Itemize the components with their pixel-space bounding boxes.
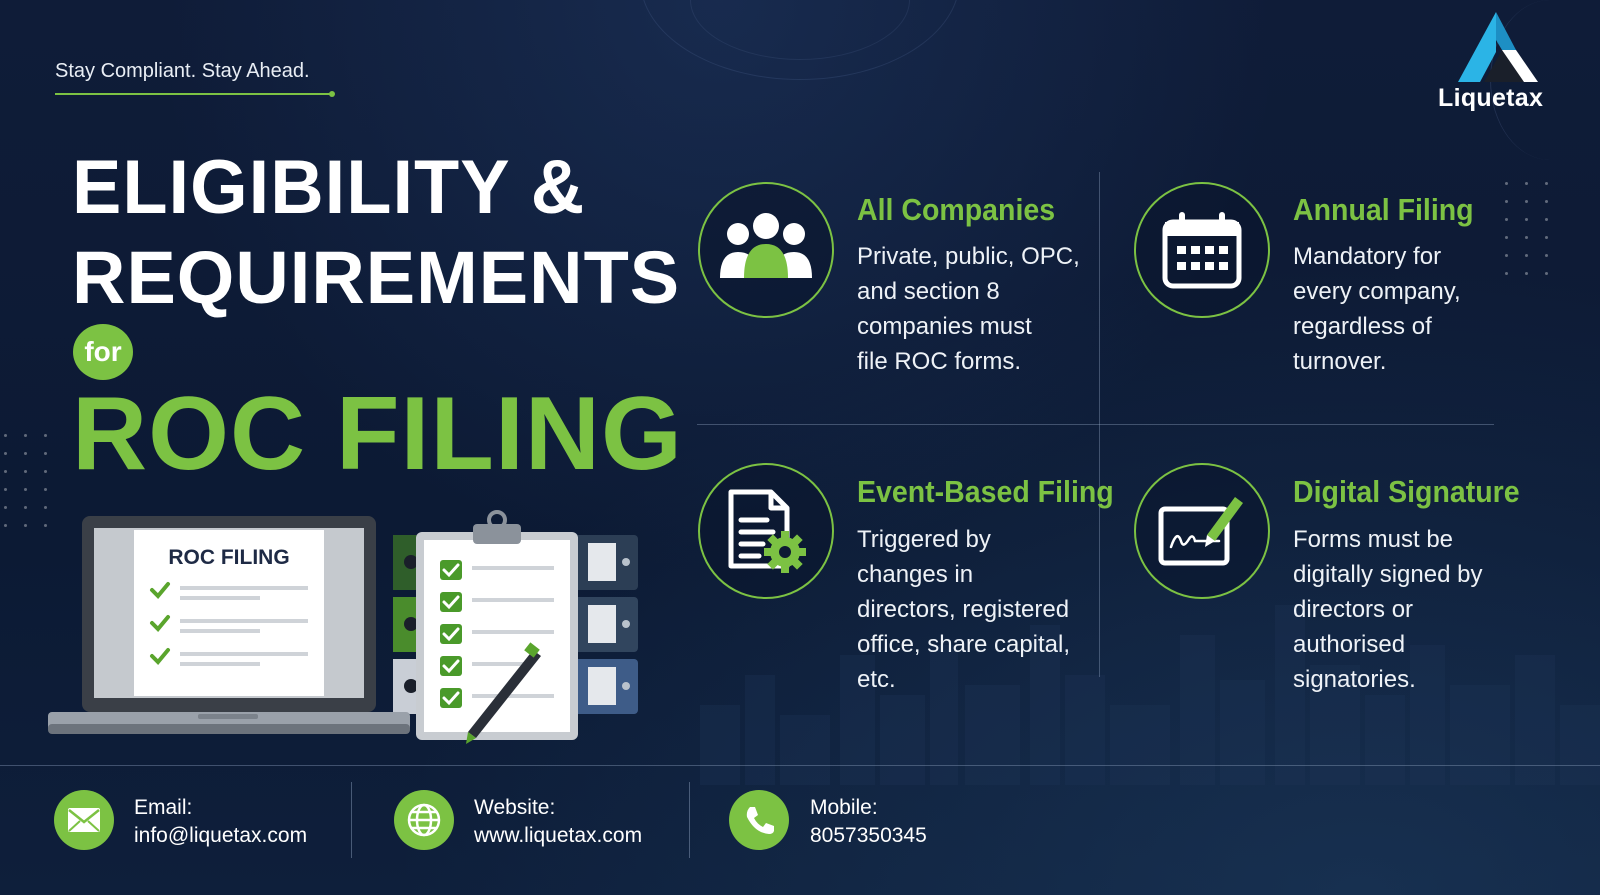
laptop-screen-title: ROC FILING	[168, 546, 289, 569]
clipboard-checklist-icon	[416, 510, 578, 744]
card-title: Digital Signature	[1293, 474, 1520, 509]
email-link[interactable]: info@liquetax.com	[134, 824, 308, 847]
document-gear-icon	[728, 489, 806, 573]
roc-filing-illustration: ROC FILING	[48, 510, 638, 744]
card-icon-circle	[698, 182, 834, 318]
tagline-underline-dot	[329, 91, 335, 97]
dot-pattern	[1505, 182, 1548, 275]
laptop-icon	[48, 516, 410, 734]
headline-line-3: ROC FILING	[72, 376, 683, 492]
card-icon-circle	[1134, 463, 1270, 599]
city-skyline	[700, 605, 1600, 785]
grid-divider-horizontal	[697, 424, 1494, 425]
brand-logo: Liquetax	[1438, 12, 1558, 112]
footer-separator	[689, 782, 690, 858]
tagline-underline	[55, 93, 333, 95]
pen-icon	[466, 642, 541, 744]
headline-line-2: REQUIREMENTS	[72, 236, 681, 319]
card-title: Annual Filing	[1293, 192, 1474, 227]
liquetax-logo-icon	[1458, 12, 1538, 82]
headline-line-1: ELIGIBILITY &	[72, 143, 586, 230]
calendar-icon	[1162, 212, 1242, 289]
phone-icon	[729, 790, 789, 850]
dot-pattern	[4, 434, 47, 527]
footer-separator	[351, 782, 352, 858]
contact-footer	[0, 765, 1600, 895]
card-title: All Companies	[857, 192, 1056, 227]
grid-divider-vertical	[1099, 172, 1100, 677]
mobile-number[interactable]: 8057350345	[810, 824, 927, 847]
signature-icon	[1158, 497, 1243, 566]
card-title: Event-Based Filing	[857, 474, 1114, 509]
card-icon-circle	[1134, 182, 1270, 318]
website-link[interactable]: www.liquetax.com	[474, 824, 643, 847]
people-icon	[720, 213, 812, 278]
website-label: Website:	[474, 796, 556, 819]
tagline: Stay Compliant. Stay Ahead.	[55, 60, 310, 82]
brand-name: Liquetax	[1438, 84, 1544, 112]
email-icon	[54, 790, 114, 850]
email-label: Email:	[134, 796, 193, 819]
card-icon-circle	[698, 463, 834, 599]
headline-for-badge: for	[73, 324, 133, 380]
globe-icon	[394, 790, 454, 850]
mobile-label: Mobile:	[810, 796, 878, 819]
